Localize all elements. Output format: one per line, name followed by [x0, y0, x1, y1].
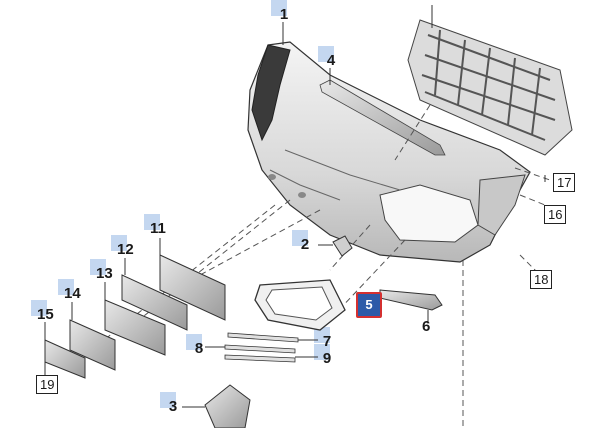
plate-12: [121, 274, 188, 331]
callout-3[interactable]: 3: [160, 392, 180, 416]
callout-9[interactable]: 9: [314, 344, 334, 368]
plate-15: [44, 339, 86, 379]
callout-12[interactable]: 12: [111, 235, 134, 258]
callout-16[interactable]: 16: [544, 205, 567, 224]
callout-15[interactable]: 15: [31, 300, 54, 323]
callout-18[interactable]: 18: [530, 270, 553, 289]
callout-7[interactable]: 7: [314, 327, 334, 351]
callout-8[interactable]: 8: [186, 334, 206, 358]
callout-17[interactable]: 17: [553, 173, 576, 192]
callout-2[interactable]: 2: [292, 230, 312, 254]
callout-6[interactable]: 6: [422, 318, 431, 335]
callout-14[interactable]: 14: [58, 279, 81, 302]
callout-13[interactable]: 13: [90, 259, 113, 282]
callout-11[interactable]: 11: [144, 214, 166, 237]
callout-4[interactable]: 4: [318, 46, 338, 70]
callout-1[interactable]: 1: [271, 0, 291, 24]
plate-13: [104, 299, 166, 356]
plate-14: [69, 319, 116, 371]
bumper-cover-part: [247, 41, 531, 263]
callout-5-selected[interactable]: 5: [356, 292, 382, 318]
callout-19[interactable]: 19: [36, 375, 59, 394]
grille-part: [407, 5, 573, 156]
plate-11: [159, 254, 226, 321]
